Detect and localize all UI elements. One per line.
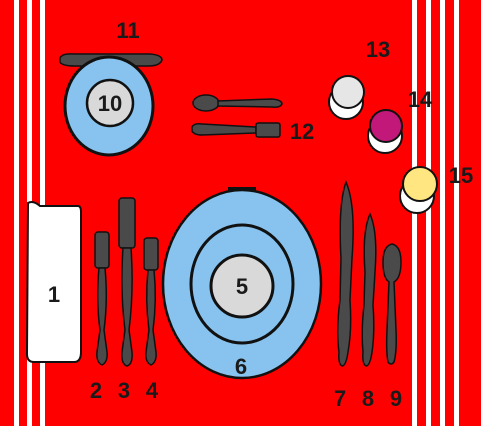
label-fish-fork: 4 [146, 378, 159, 403]
label-soup-spoon: 9 [390, 386, 402, 411]
label-dinner-knife: 7 [334, 386, 346, 411]
label-service-plate-inner: 5 [236, 274, 248, 299]
red-wine-glass [368, 110, 402, 153]
label-dessert-utensils: 12 [290, 119, 314, 144]
label-red-wine-glass: 14 [408, 87, 433, 112]
fish-knife [362, 214, 376, 366]
label-dinner-fork: 3 [118, 378, 130, 403]
label-fish-knife: 8 [362, 386, 374, 411]
label-bread-plate: 10 [98, 91, 122, 116]
label-butter-knife: 11 [116, 18, 139, 43]
fish-fork [144, 238, 158, 365]
white-wine-glass [400, 167, 437, 213]
label-napkin: 1 [48, 282, 60, 307]
label-water-glass: 13 [366, 37, 390, 62]
service-plate-rim-mark [228, 187, 256, 191]
label-salad-fork: 2 [90, 378, 102, 403]
label-white-wine-glass: 15 [449, 163, 473, 188]
water-glass [329, 76, 364, 119]
label-service-plate: 6 [235, 354, 247, 379]
